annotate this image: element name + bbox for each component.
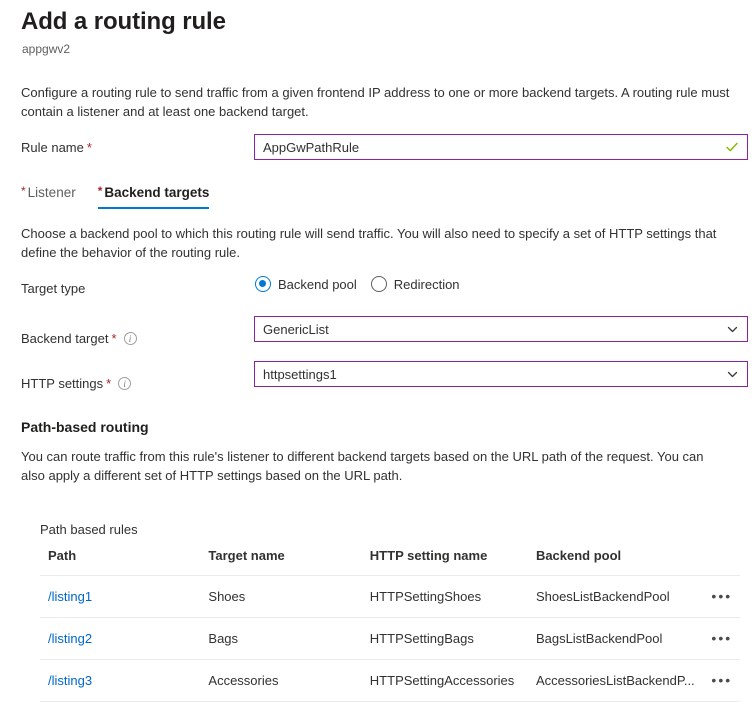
http-settings-label-text: HTTP settings: [21, 376, 104, 391]
tab-backend-targets-label: Backend targets: [104, 185, 210, 200]
more-options-icon[interactable]: •••: [711, 672, 733, 688]
tab-backend-targets-asterisk: *: [97, 184, 103, 198]
cell-target-name: Shoes: [208, 575, 370, 618]
backend-target-value: GenericList: [263, 321, 329, 337]
column-header-path: Path: [40, 548, 209, 576]
cell-http-setting-name: HTTPSettingShoes: [369, 575, 536, 618]
table-row: /listing2 Bags HTTPSettingBags BagsListB…: [40, 617, 740, 660]
column-header-http-setting-name: HTTP setting name: [369, 548, 536, 576]
required-asterisk: *: [111, 331, 117, 346]
backend-target-dropdown[interactable]: GenericList: [254, 316, 748, 342]
check-icon: [725, 140, 739, 154]
path-based-routing-heading: Path-based routing: [21, 419, 149, 435]
path-based-routing-description: You can route traffic from this rule's l…: [21, 449, 704, 483]
path-based-rules-table: Path Target name HTTP setting name Backe…: [40, 548, 740, 702]
radio-backend-pool-circle: [255, 276, 271, 292]
radio-backend-pool[interactable]: Backend pool: [255, 276, 357, 292]
target-type-radio-group: Backend pool Redirection: [255, 276, 460, 292]
radio-redirection[interactable]: Redirection: [370, 276, 460, 292]
backend-target-label: Backend target* i: [21, 331, 137, 346]
target-type-label: Target type: [21, 281, 86, 296]
chevron-down-icon: [726, 323, 739, 336]
cell-backend-pool: BagsListBackendPool: [535, 617, 704, 660]
rule-name-input[interactable]: AppGwPathRule: [254, 134, 748, 160]
path-link[interactable]: /listing1: [48, 589, 93, 604]
rule-name-label: Rule name*: [21, 140, 92, 155]
info-icon[interactable]: i: [118, 377, 132, 390]
required-asterisk: *: [106, 376, 112, 391]
tab-list: *Listener *Backend targets: [21, 184, 209, 209]
tab-listener[interactable]: *Listener: [21, 184, 76, 209]
more-options-icon[interactable]: •••: [711, 588, 733, 604]
radio-backend-pool-label: Backend pool: [278, 276, 357, 292]
cell-target-name: Bags: [208, 617, 370, 660]
chevron-down-icon: [726, 368, 739, 381]
path-link[interactable]: /listing2: [48, 631, 93, 646]
page-title: Add a routing rule: [21, 8, 226, 35]
table-row: /listing3 Accessories HTTPSettingAccesso…: [40, 659, 740, 702]
http-settings-value: httpsettings1: [263, 366, 337, 382]
table-row: /listing1 Shoes HTTPSettingShoes ShoesLi…: [40, 575, 740, 618]
cell-backend-pool: AccessoriesListBackendP...: [535, 659, 704, 702]
path-based-rules-label: Path based rules: [40, 522, 138, 537]
path-link[interactable]: /listing3: [48, 673, 93, 688]
cell-backend-pool: ShoesListBackendPool: [535, 575, 704, 618]
info-icon[interactable]: i: [123, 332, 137, 345]
rule-name-value: AppGwPathRule: [263, 139, 360, 155]
backend-target-label-text: Backend target: [21, 331, 109, 346]
rule-name-label-text: Rule name: [21, 140, 84, 155]
http-settings-label: HTTP settings* i: [21, 376, 132, 391]
http-settings-dropdown[interactable]: httpsettings1: [254, 361, 748, 387]
radio-redirection-label: Redirection: [393, 276, 460, 292]
column-header-backend-pool: Backend pool: [535, 548, 704, 576]
table-header-row: Path Target name HTTP setting name Backe…: [40, 548, 740, 576]
section-description: Choose a backend pool to which this rout…: [21, 226, 717, 260]
intro-description: Configure a routing rule to send traffic…: [21, 85, 730, 119]
radio-redirection-circle: [370, 276, 387, 292]
tab-listener-label: Listener: [27, 185, 76, 200]
column-header-menu: [703, 548, 740, 576]
cell-http-setting-name: HTTPSettingBags: [369, 617, 536, 660]
more-options-icon[interactable]: •••: [711, 630, 733, 646]
column-header-target-name: Target name: [208, 548, 370, 576]
cell-target-name: Accessories: [208, 659, 370, 702]
page-subtitle: appgwv2: [22, 42, 71, 56]
required-asterisk: *: [86, 140, 92, 155]
tab-listener-asterisk: *: [21, 184, 26, 198]
cell-http-setting-name: HTTPSettingAccessories: [369, 659, 536, 702]
tab-backend-targets[interactable]: *Backend targets: [97, 184, 210, 209]
